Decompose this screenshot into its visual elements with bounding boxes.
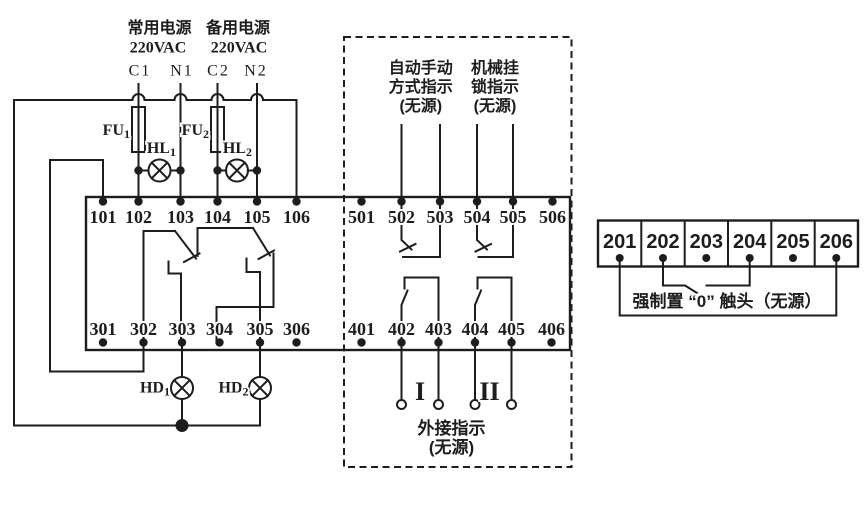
terminal-number: 302: [130, 319, 157, 339]
terminal-number: 202: [646, 231, 679, 253]
terminal-numbers-strip: 201 202 203 204 205 206: [601, 229, 855, 255]
external-indication-label-line1: 外接指示: [418, 418, 486, 438]
terminal-numbers-top: 101 102 103 104 105 106 501 502 503 504 …: [88, 205, 569, 229]
neutral-rail-wire: [13, 93, 298, 203]
terminal-number: 502: [388, 207, 415, 227]
terminal-number: 102: [125, 207, 152, 227]
outer-loop1-wire: [13, 99, 261, 427]
voltage-main-label: 220VAC: [130, 40, 187, 57]
lamp-hd1-label: HD1: [140, 380, 170, 399]
power-feed-wires: [13, 83, 298, 427]
external-indication-wires: [396, 341, 517, 410]
lamp-hl2-label: HL2: [223, 140, 252, 159]
terminal-n1-label: N1: [170, 63, 194, 80]
fuse-fu1-label: FU1: [103, 122, 130, 141]
outer-loop2-wire: [49, 159, 145, 373]
terminal-c2-label: C2: [207, 63, 230, 80]
terminal-number: 504: [464, 207, 491, 227]
terminal-number: 103: [167, 207, 194, 227]
voltage-backup-label: 220VAC: [211, 40, 268, 57]
power-source-main-label: 常用电源: [127, 18, 191, 37]
terminal-number: 304: [206, 319, 233, 339]
terminal-number: 306: [283, 319, 310, 339]
terminal-number: 201: [603, 231, 636, 253]
terminal-number: 203: [690, 231, 723, 253]
auto-manual-label-line1: 自动手动: [389, 58, 453, 77]
terminal-number: 106: [283, 207, 310, 227]
terminal-number: 305: [247, 319, 274, 339]
roman-numeral-2-label: II: [479, 377, 499, 406]
mech-lock-label-line2: 锁指示: [471, 77, 519, 96]
force-zero-contact-label: 强制置 “0” 触头（无源）: [633, 291, 822, 311]
terminal-number: 206: [820, 231, 853, 253]
terminal-number: 401: [348, 319, 375, 339]
roman-numeral-1-label: I: [415, 377, 425, 406]
fuse-fu2: [210, 106, 225, 153]
terminal-block: [84, 195, 572, 352]
terminal-number: 503: [427, 207, 454, 227]
relay-contacts-right: [398, 124, 514, 344]
terminal-number: 501: [348, 207, 375, 227]
fuse-fu1: [131, 106, 146, 153]
lamp-hd1: [170, 341, 194, 427]
terminal-number: 406: [538, 319, 565, 339]
terminal-number: 104: [204, 207, 231, 227]
mech-lock-label-line3: (无源): [474, 96, 517, 115]
terminal-number: 205: [776, 231, 809, 253]
junction-dots: [98, 166, 841, 432]
lamp-hl1: [137, 158, 182, 183]
power-source-backup-label: 备用电源: [205, 18, 270, 37]
terminal-numbers-bottom: 301 302 303 304 305 306 401 402 403 404 …: [88, 317, 568, 341]
external-indication-label-line2: (无源): [429, 437, 474, 457]
power-labels: 常用电源 备用电源 220VAC 220VAC C1 N1 C2 N2: [125, 16, 272, 82]
lamp-hl2: [216, 158, 258, 183]
lamp-hd2: [248, 341, 272, 400]
annotations: 自动手动 方式指示 (无源) 机械挂 锁指示 (无源) I II 外接指示 (无…: [387, 56, 824, 459]
terminal-number: 403: [425, 319, 452, 339]
terminal-c1-label: C1: [129, 63, 152, 80]
component-labels: FU1 FU2 HL1 HL2 HD1 HD2: [101, 120, 254, 401]
terminal-number: 405: [498, 319, 525, 339]
lamp-hl1-label: HL1: [147, 140, 176, 159]
mech-lock-label-line1: 机械挂: [471, 58, 519, 77]
terminal-number: 506: [539, 207, 566, 227]
terminal-number: 301: [90, 319, 117, 339]
passive-contacts-dashed-box: [343, 36, 573, 468]
terminal-number: 101: [90, 207, 117, 227]
fuse-fu2-label: FU2: [182, 122, 209, 141]
terminal-number: 105: [244, 207, 271, 227]
terminal-number: 404: [462, 319, 489, 339]
terminal-number: 204: [733, 231, 767, 253]
auto-manual-label-line2: 方式指示: [389, 77, 453, 96]
relay-changeover-contacts-left: [142, 226, 276, 344]
lamp-hd2-label: HD2: [219, 380, 249, 399]
terminal-n2-label: N2: [244, 63, 268, 80]
terminal-strip-200: [596, 219, 860, 317]
auto-manual-label-line3: (无源): [399, 96, 442, 115]
terminal-number: 303: [169, 319, 196, 339]
terminal-number: 505: [500, 207, 527, 227]
terminal-number: 402: [388, 319, 415, 339]
